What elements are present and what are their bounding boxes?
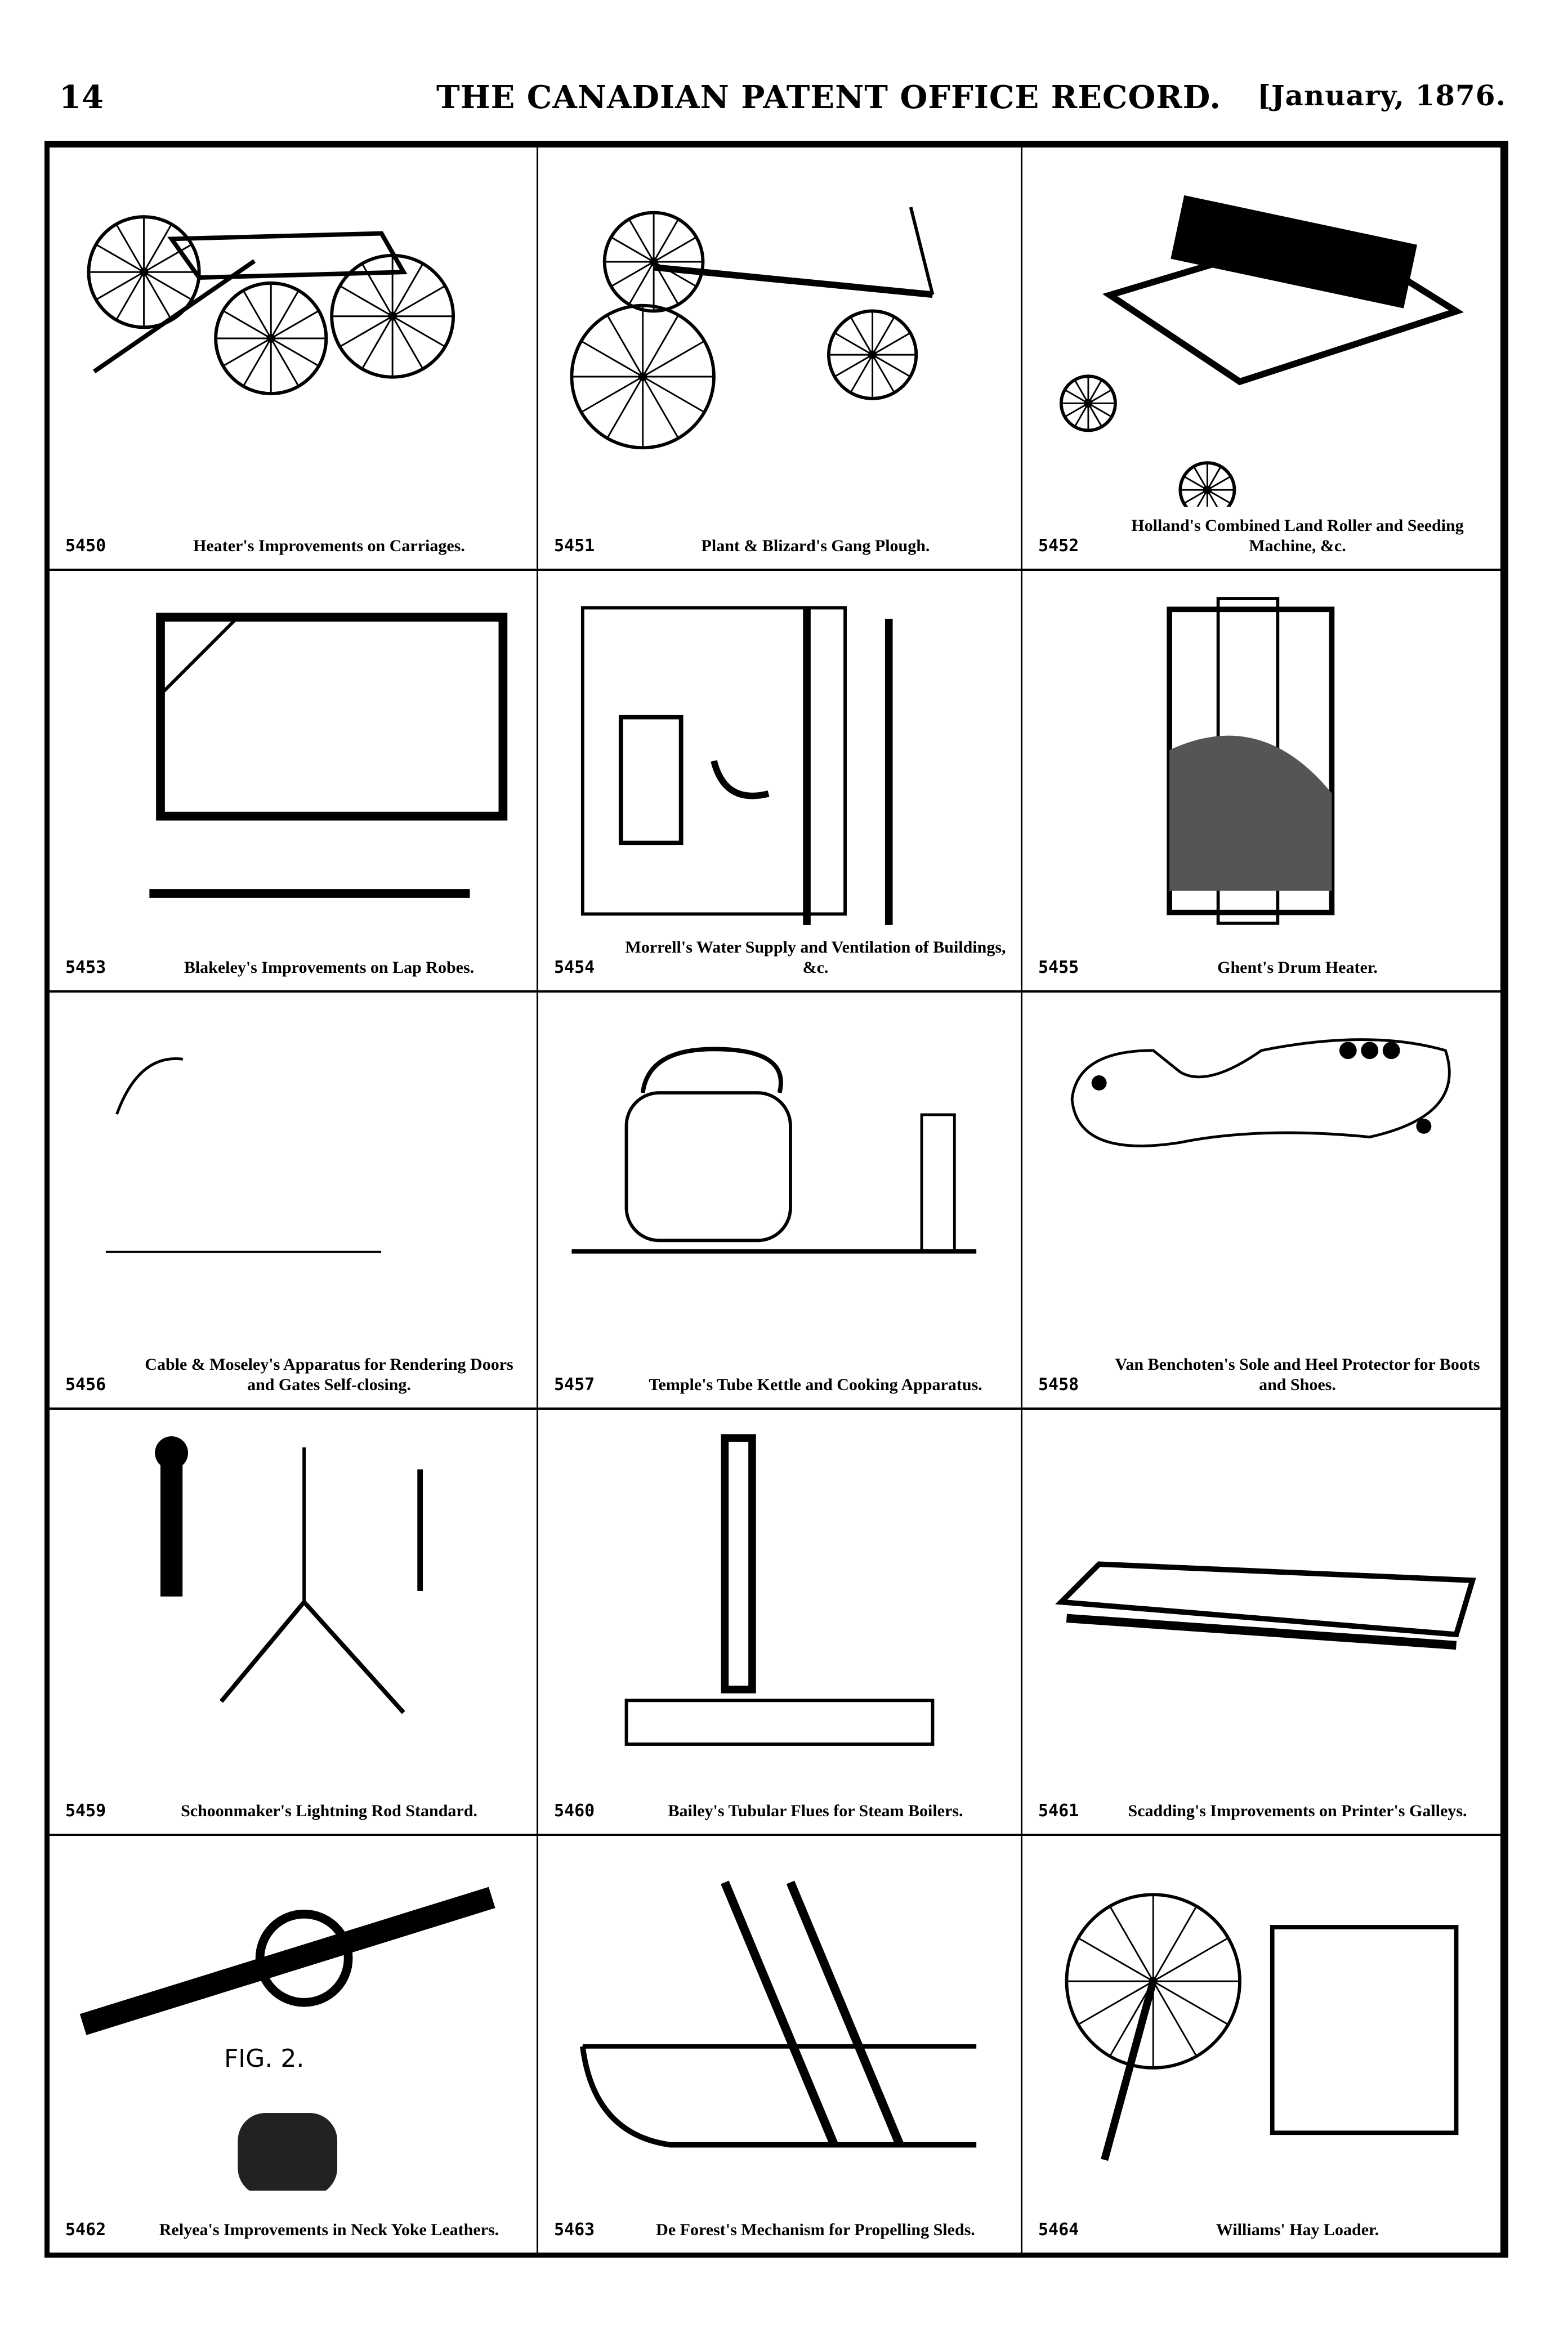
- issue-date: [January, 1876.: [1257, 79, 1506, 112]
- patent-number: 5460: [554, 1801, 595, 1821]
- patent-illustration: [1045, 170, 1478, 519]
- patent-figure-frame: 5450 Heater's Improvements on Carriages.…: [44, 141, 1508, 2258]
- page-number: 14: [59, 79, 104, 116]
- patent-caption: 5457 Temple's Tube Kettle and Cooking Ap…: [554, 1375, 1009, 1395]
- patent-illustration: [72, 1858, 514, 2196]
- patent-cell-5451: 5451 Plant & Blizard's Gang Plough.: [538, 148, 1022, 571]
- patent-illustration: [1045, 1858, 1478, 2191]
- patent-title: De Forest's Mechanism for Propelling Sle…: [656, 2220, 975, 2239]
- patent-cell-5458: 5458 Van Benchoten's Sole and Heel Prote…: [1022, 993, 1500, 1410]
- patent-title: Ghent's Drum Heater.: [1217, 958, 1378, 977]
- patent-number: 5456: [65, 1375, 106, 1395]
- patent-caption: 5450 Heater's Improvements on Carriages.: [65, 536, 525, 556]
- patent-illustration: [72, 1015, 514, 1346]
- patent-cell-5459: 5459 Schoonmaker's Lightning Rod Standar…: [50, 1410, 538, 1836]
- patent-caption: 5460 Bailey's Tubular Flues for Steam Bo…: [554, 1801, 1009, 1821]
- patent-drawing: [624, 1434, 935, 1746]
- patent-drawing: [105, 1057, 382, 1253]
- patent-caption: 5458 Van Benchoten's Sole and Heel Prote…: [1038, 1355, 1489, 1395]
- patent-caption: 5453 Blakeley's Improvements on Lap Robe…: [65, 958, 525, 978]
- patent-number: 5463: [554, 2220, 595, 2240]
- patent-caption: 5464 Williams' Hay Loader.: [1038, 2220, 1489, 2240]
- patent-drawing: [1167, 597, 1335, 925]
- patent-drawing: [571, 1047, 977, 1254]
- figure-label: FIG. 2.: [224, 2044, 305, 2073]
- patent-illustration: [72, 593, 514, 928]
- patent-drawing: [1065, 1893, 1459, 2161]
- patent-cell-5464: 5464 Williams' Hay Loader.: [1022, 1836, 1500, 2253]
- patent-cell-5455: 5455 Ghent's Drum Heater.: [1022, 571, 1500, 993]
- patent-cell-5457: 5457 Temple's Tube Kettle and Cooking Ap…: [538, 993, 1022, 1410]
- patent-drawing: [79, 1887, 495, 2196]
- patent-drawing: [1070, 1038, 1451, 1147]
- patent-drawing: [580, 606, 893, 925]
- patent-drawing: [87, 215, 455, 396]
- patent-cell-5453: 5453 Blakeley's Improvements on Lap Robe…: [50, 571, 538, 993]
- patent-illustration: [72, 170, 514, 507]
- patent-illustration: [72, 1432, 514, 1772]
- patent-cell-5463: 5463 De Forest's Mechanism for Propellin…: [538, 1836, 1022, 2253]
- patent-cell-5454: 5454 Morrell's Water Supply and Ventilat…: [538, 571, 1022, 993]
- patent-number: 5461: [1038, 1801, 1079, 1821]
- patent-caption: 5454 Morrell's Water Supply and Ventilat…: [554, 937, 1009, 978]
- patent-title: Temple's Tube Kettle and Cooking Apparat…: [649, 1375, 982, 1394]
- patent-number: 5464: [1038, 2220, 1079, 2240]
- patent-title: Blakeley's Improvements on Lap Robes.: [184, 958, 475, 977]
- patent-title: Heater's Improvements on Carriages.: [193, 537, 465, 555]
- patent-drawing: [1059, 195, 1464, 519]
- patent-cell-5450: 5450 Heater's Improvements on Carriages.: [50, 148, 538, 571]
- patent-drawing: [580, 1880, 977, 2148]
- patent-caption: 5451 Plant & Blizard's Gang Plough.: [554, 536, 1009, 556]
- patent-number: 5458: [1038, 1375, 1079, 1395]
- patent-caption: 5455 Ghent's Drum Heater.: [1038, 958, 1489, 978]
- patent-illustration: [1045, 1432, 1478, 1772]
- patent-number: 5455: [1038, 958, 1079, 977]
- patent-title: Williams' Hay Loader.: [1216, 2220, 1379, 2239]
- patent-number: 5453: [65, 958, 106, 977]
- patent-drawing: [149, 613, 508, 898]
- patent-illustration: [1045, 1015, 1478, 1346]
- patent-number: 5451: [554, 536, 595, 556]
- patent-title: Plant & Blizard's Gang Plough.: [701, 537, 930, 555]
- patent-illustration: [561, 593, 998, 928]
- patent-title: Schoonmaker's Lightning Rod Standard.: [181, 1802, 477, 1820]
- patent-caption: 5461 Scadding's Improvements on Printer'…: [1038, 1801, 1489, 1821]
- patent-drawing: [155, 1436, 423, 1714]
- patent-cell-5462: 5462 Relyea's Improvements in Neck Yoke …: [50, 1836, 538, 2253]
- patent-title: Relyea's Improvements in Neck Yoke Leath…: [159, 2220, 499, 2239]
- patent-illustration: [561, 1015, 998, 1346]
- patent-cell-5452: 5452 Holland's Combined Land Roller and …: [1022, 148, 1500, 571]
- patent-title: Cable & Moseley's Apparatus for Renderin…: [145, 1355, 513, 1394]
- patent-title: Holland's Combined Land Roller and Seedi…: [1131, 516, 1464, 555]
- patent-grid: 5450 Heater's Improvements on Carriages.…: [50, 148, 1500, 2253]
- patent-caption: 5452 Holland's Combined Land Roller and …: [1038, 516, 1489, 556]
- publication-title: THE CANADIAN PATENT OFFICE RECORD.: [436, 79, 1221, 116]
- patent-caption: 5456 Cable & Moseley's Apparatus for Ren…: [65, 1355, 525, 1395]
- patent-cell-5460: 5460 Bailey's Tubular Flues for Steam Bo…: [538, 1410, 1022, 1836]
- patent-number: 5452: [1038, 536, 1079, 556]
- patent-number: 5459: [65, 1801, 106, 1821]
- patent-title: Bailey's Tubular Flues for Steam Boilers…: [668, 1802, 963, 1820]
- patent-caption: 5463 De Forest's Mechanism for Propellin…: [554, 2220, 1009, 2240]
- patent-number: 5462: [65, 2220, 106, 2240]
- patent-illustration: [561, 170, 998, 507]
- patent-illustration: [561, 1858, 998, 2191]
- patent-number: 5454: [554, 958, 595, 977]
- patent-cell-5456: 5456 Cable & Moseley's Apparatus for Ren…: [50, 993, 538, 1410]
- patent-drawing: [570, 207, 935, 450]
- patent-cell-5461: 5461 Scadding's Improvements on Printer'…: [1022, 1410, 1500, 1836]
- patent-title: Morrell's Water Supply and Ventilation o…: [625, 938, 1006, 977]
- patent-title: Scadding's Improvements on Printer's Gal…: [1128, 1802, 1467, 1820]
- patent-title: Van Benchoten's Sole and Heel Protector …: [1115, 1355, 1480, 1394]
- patent-drawing: [1055, 1561, 1476, 1650]
- patent-caption: 5459 Schoonmaker's Lightning Rod Standar…: [65, 1801, 525, 1821]
- patent-illustration: [561, 1432, 998, 1772]
- patent-caption: 5462 Relyea's Improvements in Neck Yoke …: [65, 2220, 525, 2240]
- patent-number: 5450: [65, 536, 106, 556]
- patent-illustration: [1045, 593, 1478, 928]
- patent-number: 5457: [554, 1375, 595, 1395]
